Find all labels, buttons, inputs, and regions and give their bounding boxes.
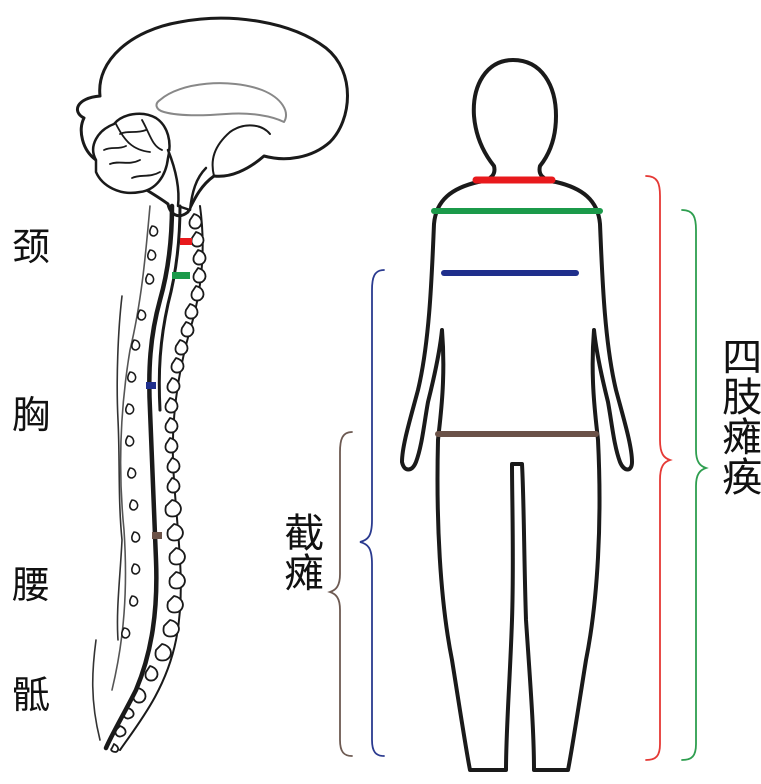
vertebral-body <box>126 404 134 414</box>
vertebral-body <box>150 226 158 236</box>
brace-green-tetraplegia <box>682 210 706 760</box>
vertebral-body <box>146 274 154 284</box>
vertebra <box>193 250 205 265</box>
vertebra <box>167 596 182 613</box>
vertebra <box>191 232 203 247</box>
vertebral-body <box>138 310 146 320</box>
vertebra <box>191 286 203 301</box>
vertebral-body <box>122 628 130 638</box>
body-silhouette <box>402 60 632 770</box>
vertebra <box>155 644 170 661</box>
spine-anterior-bracket <box>93 296 122 740</box>
cord-marker-red <box>180 238 192 245</box>
vertebra <box>171 358 183 373</box>
vertebra <box>145 666 157 681</box>
spinal-cord <box>106 206 172 748</box>
vertebra <box>167 458 179 473</box>
label-paraplegia: 截瘫 <box>278 512 321 592</box>
vertebra <box>167 378 179 393</box>
brace-blue-paraplegia <box>360 270 384 756</box>
vertebra <box>185 304 197 319</box>
brain-and-spine-illustration <box>77 18 347 752</box>
cord-marker-brown <box>152 532 162 539</box>
vertebra <box>169 572 184 589</box>
human-body-outline <box>402 60 632 770</box>
vertebral-body <box>132 564 140 574</box>
vertebral-body <box>132 532 140 542</box>
label-tetraplegia: 四肢瘫痪 <box>716 336 759 496</box>
label-sacral: 骶 <box>12 676 50 714</box>
vertebra <box>175 340 187 355</box>
cord-marker-blue <box>146 382 156 389</box>
vertebra <box>189 214 201 229</box>
cord-marker-green <box>172 272 190 279</box>
label-thoracic: 胸 <box>12 396 50 434</box>
braces <box>330 176 706 760</box>
brace-red-tetraplegia <box>646 176 670 760</box>
vertebral-body <box>128 468 136 478</box>
vertebra <box>111 744 118 752</box>
vertebra <box>181 322 193 337</box>
vertebral-body <box>130 500 138 510</box>
vertebra <box>167 524 182 541</box>
vertebra <box>193 268 205 283</box>
vertebra <box>165 398 177 413</box>
vertebra <box>169 548 184 565</box>
vertebra <box>167 478 179 493</box>
vertebrae <box>111 214 205 752</box>
vertebral-body <box>130 596 138 606</box>
vertebral-body <box>126 436 134 446</box>
vertebral-body <box>148 250 156 260</box>
label-lumbar: 腰 <box>12 566 50 604</box>
brace-brown-paraplegia <box>330 432 352 756</box>
vertebra <box>165 418 177 433</box>
vertebra <box>165 500 180 517</box>
vertebra <box>163 620 178 637</box>
vertebra <box>165 438 177 453</box>
vertebral-body <box>128 372 136 382</box>
vertebral-body <box>132 340 140 350</box>
label-cervical: 颈 <box>12 228 50 266</box>
